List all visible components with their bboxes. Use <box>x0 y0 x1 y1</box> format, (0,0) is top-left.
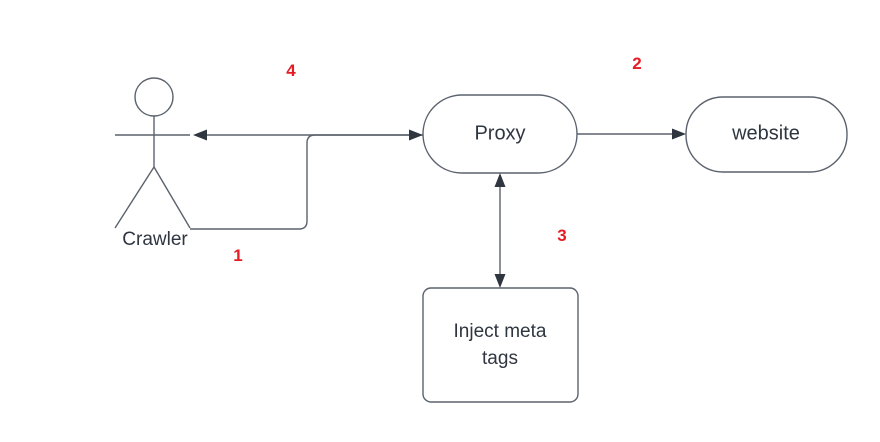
arrow-3 <box>494 173 506 288</box>
inject-meta-tags-node <box>422 287 579 403</box>
crawler-figure <box>114 77 191 229</box>
arrow-1-right-arrowhead-icon <box>409 129 423 141</box>
arrow-4-left-arrowhead-icon <box>193 129 207 141</box>
arrow-3-down-arrowhead-icon <box>494 274 506 288</box>
arrow-1-line <box>190 134 409 230</box>
proxy-label: Proxy <box>474 122 526 145</box>
arrow-1 <box>190 129 423 230</box>
crawler-legs <box>114 166 191 229</box>
arrow-3-up-arrowhead-icon <box>494 173 506 187</box>
website-label: website <box>732 122 800 145</box>
inject-meta-tags-label: Inject meta tags <box>453 321 547 369</box>
arrow-2-right-arrowhead-icon <box>672 128 686 140</box>
step-1-label: 1 <box>233 246 243 265</box>
step-4-label: 4 <box>286 61 296 80</box>
crawler-head <box>134 77 174 117</box>
arrow-2 <box>577 128 686 140</box>
step-2-label: 2 <box>632 54 642 73</box>
website-node <box>685 96 848 173</box>
crawler-label: Crawler <box>122 229 188 250</box>
step-3-label: 3 <box>557 226 567 245</box>
